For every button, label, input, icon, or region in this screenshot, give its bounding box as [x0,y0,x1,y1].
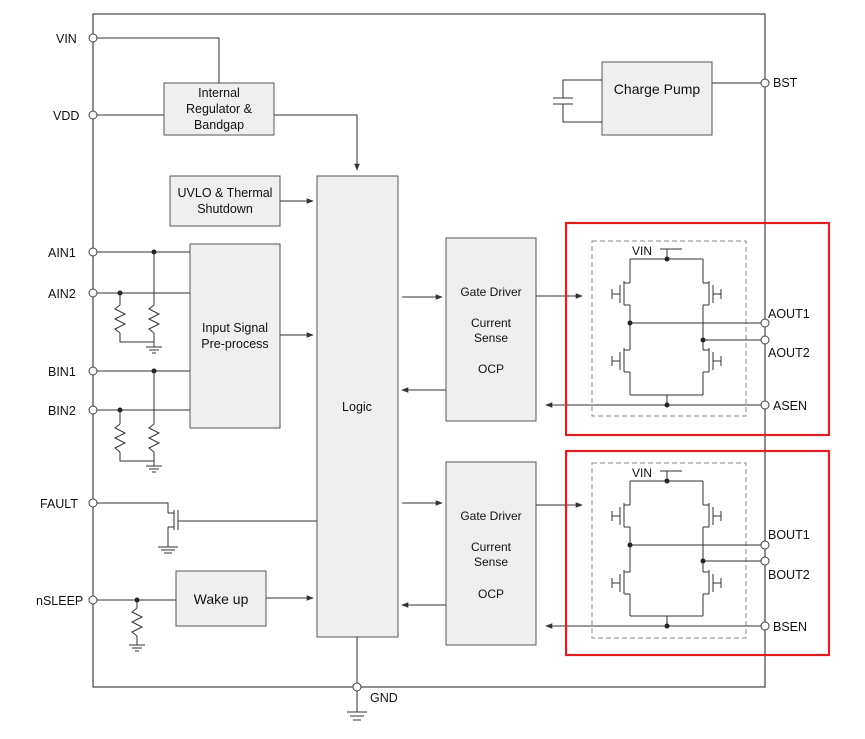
svg-text:Gate Driver: Gate Driver [460,509,521,523]
fault-fet [97,502,317,554]
input-signal-block: Input Signal Pre-process [189,243,281,429]
pin-aout1: AOUT1 [760,307,810,328]
svg-text:BIN1: BIN1 [48,365,76,379]
bridge-b-junctions [627,478,706,629]
pin-bout2: BOUT2 [760,556,810,582]
regulator-block: Internal Regulator & Bandgap [163,82,275,136]
pin-gnd: GND [347,682,398,721]
svg-text:OCP: OCP [478,362,504,376]
charge-pump-capacitor [553,79,761,123]
bridge-b-supply-label: VIN [632,466,652,480]
logic-gate-driver-arrows [401,293,761,629]
svg-text:Current: Current [471,540,512,554]
pin-vdd: VDD [53,109,98,123]
svg-text:AOUT1: AOUT1 [768,307,810,321]
svg-text:Pre-process: Pre-process [201,337,268,351]
pin-ain2: AIN2 [48,287,98,301]
bridge-a-supply-label: VIN [632,244,652,258]
bridge-a-dashed-box [591,240,747,417]
pin-bsen: BSEN [760,620,807,634]
svg-text:Regulator &: Regulator & [186,102,253,116]
chip-outline [92,13,766,688]
svg-text:nSLEEP: nSLEEP [36,594,83,608]
pin-bst: BST [760,76,798,90]
bridge-a-fets [611,248,761,405]
pin-aout2: AOUT2 [760,335,810,360]
bridge-b-highlight [564,449,831,657]
nsleep-junction [134,597,140,603]
gate-driver-a-block: Gate Driver Current Sense OCP [445,237,537,422]
bridge-a-junctions [627,256,706,408]
pin-bin2: BIN2 [48,404,98,418]
svg-text:Internal: Internal [198,86,240,100]
wake-up-block: Wake up [175,570,267,627]
svg-text:Sense: Sense [474,555,508,569]
gate-driver-b-block: Gate Driver Current Sense OCP [445,461,537,646]
svg-text:FAULT: FAULT [40,497,78,511]
logic-block: Logic [316,175,399,638]
svg-text:BSEN: BSEN [773,620,807,634]
svg-text:Sense: Sense [474,331,508,345]
pin-asen: ASEN [760,399,807,413]
bridge-b-dashed-box [591,462,747,639]
svg-text:AIN2: AIN2 [48,287,76,301]
svg-text:BIN2: BIN2 [48,404,76,418]
svg-text:Charge Pump: Charge Pump [614,81,701,97]
bridge-a-highlight [564,221,831,437]
svg-text:BOUT1: BOUT1 [768,528,810,542]
pin-bin1: BIN1 [48,365,98,379]
svg-text:BST: BST [773,76,798,90]
svg-text:Input Signal: Input Signal [202,321,268,335]
svg-text:BOUT2: BOUT2 [768,568,810,582]
svg-text:GND: GND [370,691,398,705]
bridge-b-fets [611,470,761,626]
svg-text:Shutdown: Shutdown [197,202,253,216]
ain-pulldown-resistors [113,252,162,354]
svg-text:Current: Current [471,316,512,330]
pin-nsleep: nSLEEP [36,594,98,608]
uvlo-block: UVLO & Thermal Shutdown [169,175,281,227]
pin-bout1: BOUT1 [760,528,810,550]
charge-pump-block: Charge Pump [601,61,713,136]
svg-text:VIN: VIN [56,32,77,46]
input-wiring [97,251,314,411]
supply-wiring [97,37,360,171]
svg-text:Gate Driver: Gate Driver [460,285,521,299]
bin-pulldown-resistors [113,371,162,473]
svg-text:AIN1: AIN1 [48,246,76,260]
svg-text:AOUT2: AOUT2 [768,346,810,360]
pin-ain1: AIN1 [48,246,98,260]
pin-vin: VIN [56,32,98,46]
svg-text:VDD: VDD [53,109,79,123]
svg-text:Wake up: Wake up [194,591,249,607]
svg-text:OCP: OCP [478,587,504,601]
pin-fault: FAULT [40,497,98,511]
svg-text:UVLO & Thermal: UVLO & Thermal [178,186,273,200]
svg-text:Logic: Logic [342,400,372,414]
svg-text:Bandgap: Bandgap [194,118,244,132]
input-junctions [117,249,157,413]
svg-text:ASEN: ASEN [773,399,807,413]
